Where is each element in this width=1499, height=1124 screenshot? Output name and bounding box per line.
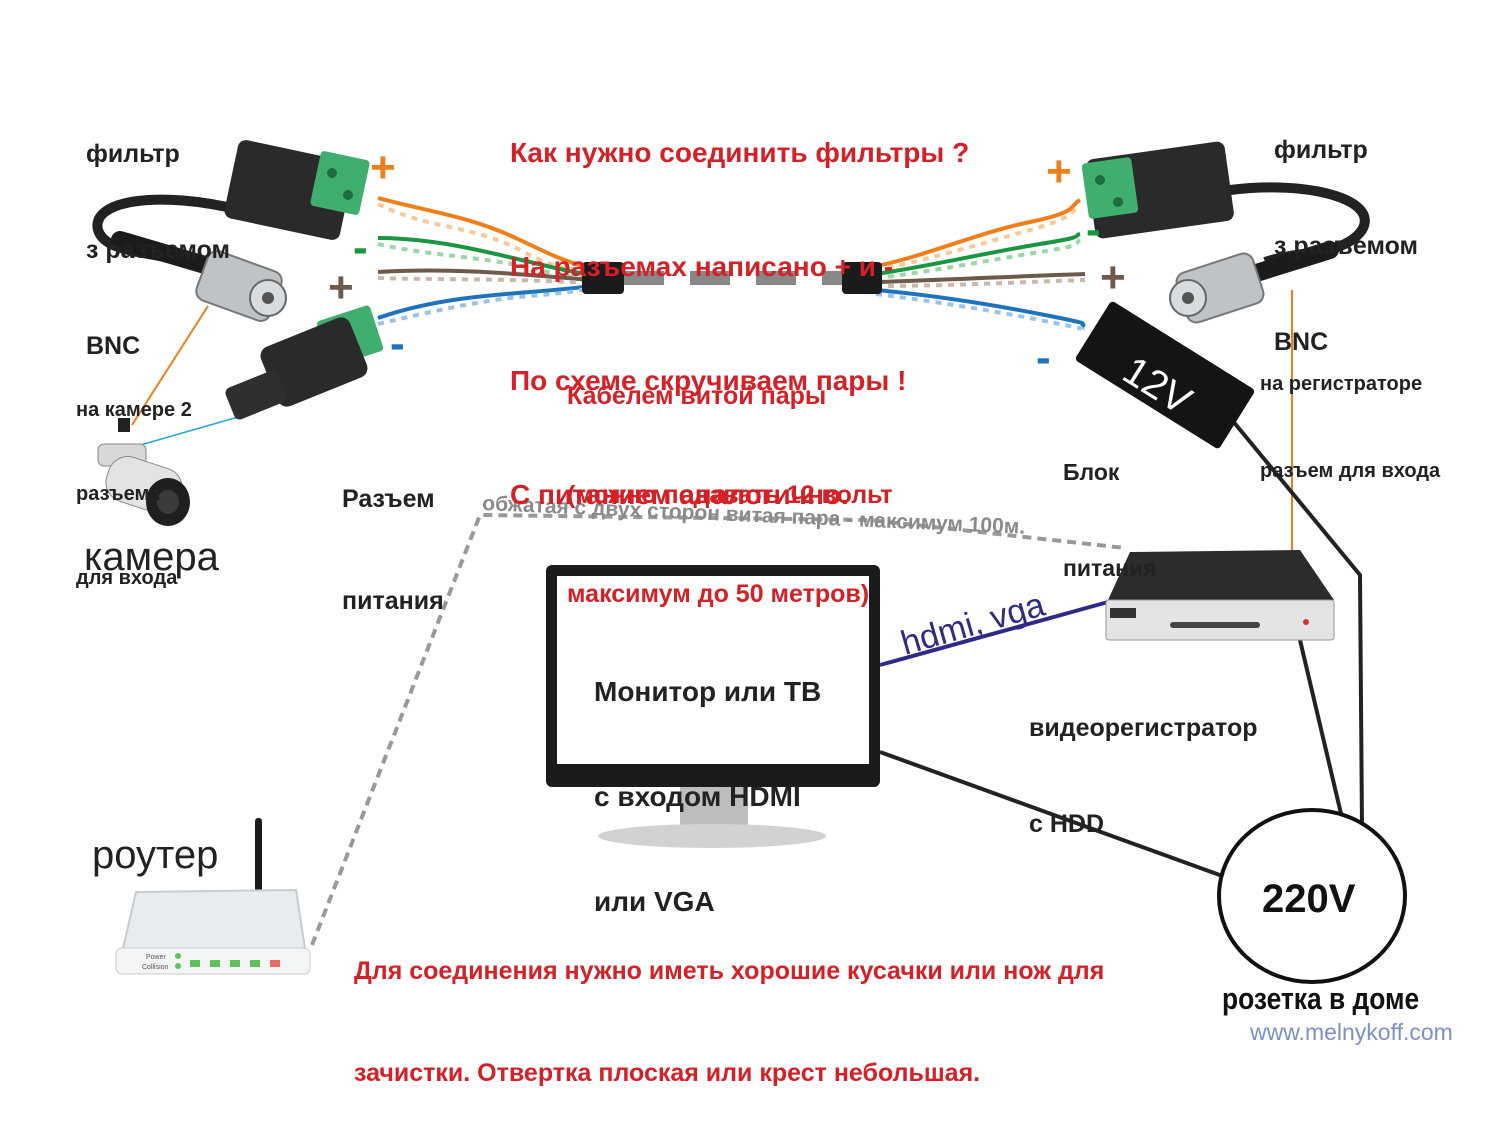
dvr-icon bbox=[1105, 550, 1335, 641]
dvr-power-cable bbox=[1298, 639, 1344, 819]
title-line-4: С питанием аналогично. bbox=[510, 479, 849, 510]
diagram-canvas: 12V hdmi, vga обжатая с двух сторон вита… bbox=[76, 58, 1453, 1087]
psu-power-cable bbox=[1230, 418, 1364, 829]
dvr-label-line-1: видеорегистратор bbox=[1029, 714, 1258, 742]
monitor-text-line-1: Монитор или ТВ bbox=[594, 676, 822, 707]
balun-filter-left-icon bbox=[92, 140, 370, 322]
twisted-pair-right bbox=[875, 198, 1086, 334]
diagram-graphics: 12V hdmi, vga обжатая с двух сторон вита… bbox=[92, 140, 1407, 984]
plus-brown-left: + bbox=[328, 263, 354, 312]
filter-right-line-3: BNC bbox=[1274, 328, 1329, 356]
camera-power-line bbox=[129, 414, 246, 449]
filter-right-label: фильтр з разъемом BNC bbox=[1274, 70, 1418, 390]
camera-note: на камере 2 разъема для входа bbox=[76, 340, 192, 620]
psu-icon bbox=[1075, 301, 1255, 449]
hdmi-label: hdmi, vga bbox=[897, 586, 1049, 663]
plus-brown-right: + bbox=[1100, 253, 1126, 302]
website-link[interactable]: www.melnykoff.com bbox=[1250, 1019, 1453, 1045]
dvr-label: видеорегистратор с HDD bbox=[1029, 648, 1258, 872]
cable-note-line-2: (можно подавать 12 вольт bbox=[567, 481, 893, 509]
outlet-icon bbox=[1217, 808, 1407, 984]
title-block: Как нужно соединить фильтры ? На разъема… bbox=[510, 58, 969, 552]
minus-blue-right: - bbox=[1036, 333, 1051, 382]
recorder-note-line-1: на регистраторе bbox=[1260, 373, 1423, 395]
monitor-text-line-3: или VGA bbox=[594, 886, 715, 917]
router-led-power: Power bbox=[146, 954, 167, 961]
plus-orange-left: + bbox=[370, 143, 396, 192]
monitor-icon bbox=[546, 565, 880, 848]
filter-left-line-2: з разъемом bbox=[86, 236, 231, 264]
title-line-3: По схеме скручиваем пары ! bbox=[510, 365, 907, 396]
plus-orange-right: + bbox=[1046, 147, 1072, 196]
cable-note-line-1: Кабелем витой пары bbox=[567, 382, 827, 410]
camera-note-line-3: для входа bbox=[76, 567, 178, 589]
camera-label: камера bbox=[84, 535, 219, 579]
recorder-note-line-2: разъем для входа bbox=[1260, 460, 1441, 482]
cable-segment bbox=[582, 262, 882, 294]
filter-left-line-3: BNC bbox=[86, 332, 141, 360]
twisted-pair-left bbox=[377, 196, 591, 326]
tools-note-line-1: Для соединения нужно иметь хорошие кусач… bbox=[354, 957, 1105, 985]
balun-filter-right-icon bbox=[1081, 141, 1370, 324]
power-connector-icon bbox=[225, 305, 384, 420]
filter-right-line-1: фильтр bbox=[1274, 136, 1368, 164]
camera-note-line-2: разъема bbox=[76, 483, 161, 505]
power-connector-label: Разъем питания bbox=[342, 414, 444, 652]
tools-note: Для соединения нужно иметь хорошие кусач… bbox=[354, 886, 1104, 1124]
filter-left-label: фильтр з разъемом BNC bbox=[86, 74, 230, 394]
power-connector-line-2: питания bbox=[342, 587, 444, 615]
connection-lines bbox=[129, 290, 1364, 946]
outlet-label: розетка в доме bbox=[1222, 981, 1420, 1016]
recorder-note: на регистраторе разъем для входа bbox=[1260, 312, 1440, 515]
filter-left-line-1: фильтр bbox=[86, 140, 180, 168]
dvr-label-line-2: с HDD bbox=[1029, 810, 1105, 838]
filter-right-line-2: з разъемом bbox=[1274, 232, 1419, 260]
minus-green-left: - bbox=[353, 223, 368, 272]
router-led-collision: Collision bbox=[142, 964, 169, 971]
camera-coax-line bbox=[131, 305, 209, 426]
camera-icon bbox=[97, 418, 190, 526]
psu-label: Блок питания bbox=[1063, 392, 1157, 616]
patch-cord-line bbox=[310, 512, 1126, 946]
monitor-text: Монитор или ТВ с входом HDMI или VGA bbox=[594, 604, 821, 954]
minus-green-right: - bbox=[1086, 205, 1101, 254]
cable-note-line-3: максимум до 50 метров) bbox=[567, 580, 870, 608]
tools-note-line-2: зачистки. Отвертка плоская или крест неб… bbox=[354, 1059, 981, 1087]
title-line-2: На разъемах написано + и - bbox=[510, 251, 894, 282]
camera-note-line-1: на камере 2 bbox=[76, 399, 192, 421]
outlet-voltage: 220V bbox=[1262, 877, 1356, 921]
monitor-text-line-2: с входом HDMI bbox=[594, 781, 801, 812]
hdmi-line bbox=[879, 600, 1109, 667]
psu-label-line-2: питания bbox=[1063, 555, 1157, 581]
cable-note: Кабелем витой пары (можно подавать 12 во… bbox=[567, 314, 893, 644]
power-connector-line-1: Разъем bbox=[342, 485, 435, 513]
router-label: роутер bbox=[92, 833, 219, 877]
psu-label-line-1: Блок bbox=[1063, 459, 1120, 485]
minus-blue-left: - bbox=[390, 319, 405, 368]
polarity-markers: + - + - + - + - bbox=[328, 143, 1126, 382]
monitor-power-cable bbox=[879, 750, 1229, 880]
title-line-1: Как нужно соединить фильтры ? bbox=[510, 137, 970, 168]
router-icon bbox=[115, 818, 311, 975]
